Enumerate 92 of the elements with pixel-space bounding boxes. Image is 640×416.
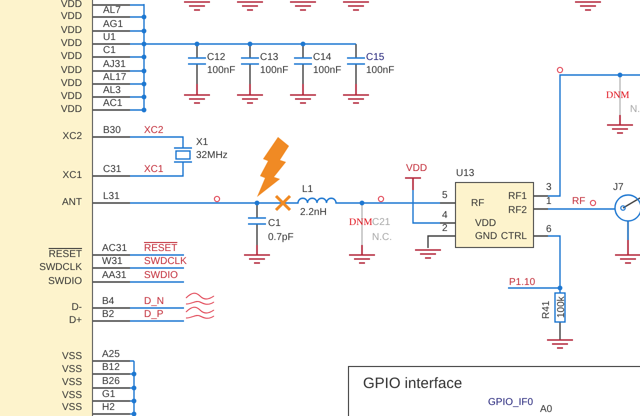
- schematic-label: 32MHz: [196, 150, 228, 162]
- schematic-label: 6: [546, 224, 552, 236]
- schematic-label: C31: [103, 164, 122, 176]
- pin-name: VDD: [60, 65, 82, 77]
- schematic-label: H2: [102, 402, 115, 414]
- schematic-label: C1: [268, 218, 281, 230]
- microcontroller-symbol: [0, 0, 93, 416]
- section-title: GPIO interface: [363, 375, 462, 393]
- pin-name: VDD: [60, 51, 82, 63]
- schematic-label: C21: [372, 217, 390, 229]
- schematic-label: RF: [572, 196, 586, 208]
- schematic-label: P1.10: [509, 277, 536, 289]
- pin-name: VDD: [60, 11, 82, 23]
- pin-name: VDD: [60, 0, 82, 11]
- schematic-label: AA31: [102, 270, 126, 282]
- schematic-label: GPIO_IF0: [488, 397, 534, 409]
- schematic-label: D_P: [144, 309, 164, 321]
- schematic-label: 2: [442, 223, 448, 235]
- schematic-label: C12: [207, 52, 226, 64]
- schematic-label: X1: [196, 137, 208, 149]
- schematic-label: B2: [102, 309, 114, 321]
- schematic-label: AJ31: [103, 59, 126, 71]
- schematic-label: AC1: [103, 98, 122, 110]
- schematic-label: D_N: [144, 296, 164, 308]
- schematic-label: 0.7pF: [268, 232, 294, 244]
- schematic-label: N.: [630, 104, 640, 116]
- pin-name: ANT: [62, 197, 82, 209]
- pin-name: VDD: [60, 38, 82, 50]
- pin-name: XC2: [62, 131, 82, 143]
- schematic-label: AL7: [103, 5, 121, 17]
- schematic-label: C15: [366, 52, 384, 64]
- pin-name: XC1: [62, 170, 82, 182]
- schematic-label: 1: [546, 196, 552, 208]
- pin-name: VSS: [62, 377, 82, 389]
- schematic-label: 100nF: [207, 65, 236, 77]
- part-reference: U13: [456, 168, 474, 180]
- rotated-label: 100k: [556, 296, 568, 318]
- schematic-label: XC1: [144, 164, 164, 176]
- pin-name: RF1: [508, 191, 527, 203]
- schematic-label: 100nF: [260, 65, 288, 77]
- schematic-label: B4: [102, 296, 114, 308]
- schematic-label: N.C.: [372, 232, 392, 244]
- pin-name: VDD: [60, 78, 82, 90]
- schematic-label: 100nF: [366, 65, 394, 77]
- schematic-label: 2.2nH: [300, 207, 327, 219]
- schematic-label: G1: [102, 389, 116, 401]
- schematic-label: L31: [103, 191, 120, 203]
- schematic-label: A25: [102, 349, 120, 361]
- pin-name: VSS: [62, 364, 82, 376]
- pin-name: RESET: [48, 249, 82, 261]
- schematic-label: 5: [442, 190, 448, 202]
- pin-name: SWDIO: [48, 276, 82, 288]
- schematic-label: 3: [546, 182, 552, 194]
- schematic-label: RESET: [144, 243, 178, 255]
- schematic-label: SWDIO: [144, 270, 178, 282]
- pin-name: CTRL: [500, 231, 527, 243]
- schematic-label: AC31: [102, 243, 128, 255]
- pin-name: VDD: [475, 218, 496, 230]
- schematic-label: C13: [260, 52, 278, 64]
- schematic-label: DNM: [606, 90, 630, 102]
- pin-name: VSS: [62, 402, 82, 414]
- pin-name: D-: [71, 302, 82, 314]
- schematic-label: C14: [313, 52, 332, 64]
- pin-name: VDD: [60, 25, 82, 37]
- schematic-label: J7: [613, 182, 624, 194]
- schematic-label: SWDCLK: [144, 256, 187, 268]
- schematic-label: VDD: [406, 163, 428, 175]
- pin-name: VDD: [60, 91, 82, 103]
- schematic-label: U1: [103, 32, 116, 44]
- schematic-label: AL17: [103, 72, 126, 84]
- schematic-label: 4: [442, 210, 448, 222]
- schematic-label: C1: [103, 45, 116, 57]
- pin-name: RF2: [508, 205, 527, 217]
- schematic-label: A0: [540, 404, 552, 416]
- schematic-label: AG1: [103, 19, 124, 31]
- pin-name: VDD: [60, 104, 82, 116]
- pin-name: SWDCLK: [39, 262, 82, 274]
- schematic-label: 100nF: [313, 65, 342, 77]
- rotated-label: R41: [541, 300, 553, 319]
- schematic-label: B30: [103, 125, 121, 137]
- schematic-label: AL3: [103, 85, 121, 97]
- schematic-label: W31: [102, 256, 123, 268]
- schematic-label: XC2: [144, 125, 164, 137]
- schematic-label: L1: [302, 184, 314, 196]
- schematic-label: B26: [102, 376, 120, 388]
- pin-name: D+: [68, 315, 82, 327]
- schematic-label: DNM: [349, 217, 372, 229]
- pin-name: VSS: [62, 351, 82, 363]
- pin-name: RF: [471, 198, 484, 210]
- pin-name: GND: [475, 231, 498, 243]
- schematic-label: B12: [102, 362, 120, 374]
- pin-name: VSS: [62, 390, 82, 402]
